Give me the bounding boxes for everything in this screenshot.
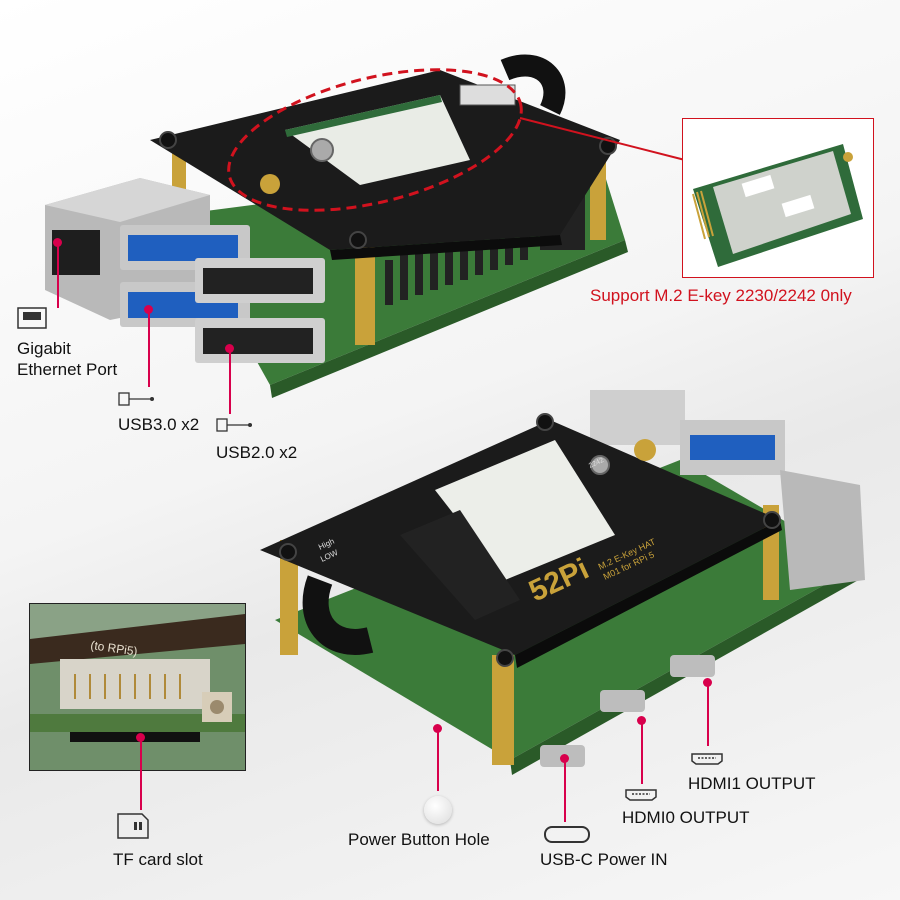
tf-card-inset: (to RPi5) <box>29 603 246 771</box>
bottom-board-photo: 52Pi M.2 E-Key HAT M01 for RPi 5 High LO… <box>260 390 865 775</box>
button-icon <box>424 796 452 824</box>
power-callout-dot <box>433 724 442 733</box>
usb2-callout-dot <box>225 344 234 353</box>
ethernet-port-icon <box>17 307 47 329</box>
hdmi1-callout-line <box>707 684 709 746</box>
hdmi0-callout-line <box>641 722 643 784</box>
ethernet-callout-line <box>57 244 59 308</box>
usb3-callout-dot <box>144 305 153 314</box>
m2-module-photo <box>682 118 874 278</box>
sd-card-icon <box>117 813 149 839</box>
ethernet-callout-dot <box>53 238 62 247</box>
usbc-callout-dot <box>560 754 569 763</box>
m2-card-image <box>692 144 863 267</box>
cable-text: (to RPi5) <box>90 638 139 658</box>
hdmi0-callout-dot <box>637 716 646 725</box>
usb-plug-icon <box>118 392 154 406</box>
tf-callout-dot <box>136 733 145 742</box>
usb-plug-icon <box>216 418 252 432</box>
usb3-label: USB3.0 x2 <box>118 415 200 434</box>
hdmi1-label: HDMI1 OUTPUT <box>688 774 816 793</box>
usbc-port-icon <box>544 826 590 843</box>
tf-callout-line <box>140 740 142 810</box>
hdmi1-callout-dot <box>703 678 712 687</box>
power-button-label: Power Button Hole <box>348 830 490 849</box>
hdmi0-label: HDMI0 OUTPUT <box>622 808 750 827</box>
hdmi-port-icon <box>625 789 657 801</box>
usb3-callout-line <box>148 312 150 387</box>
ethernet-label: Gigabit Ethernet Port <box>17 339 118 379</box>
tf-card-label: TF card slot <box>113 850 203 869</box>
usbc-power-label: USB-C Power IN <box>540 850 668 869</box>
usbc-callout-line <box>564 760 566 822</box>
m2-support-label: Support M.2 E-key 2230/2242 0nly <box>590 286 852 305</box>
hdmi-port-icon <box>691 753 723 765</box>
usb2-callout-line <box>229 350 231 414</box>
top-board-photo <box>45 54 686 398</box>
power-callout-line <box>437 731 439 791</box>
usb2-label: USB2.0 x2 <box>216 443 298 462</box>
tf-card-closeup: (to RPi5) <box>30 604 245 742</box>
